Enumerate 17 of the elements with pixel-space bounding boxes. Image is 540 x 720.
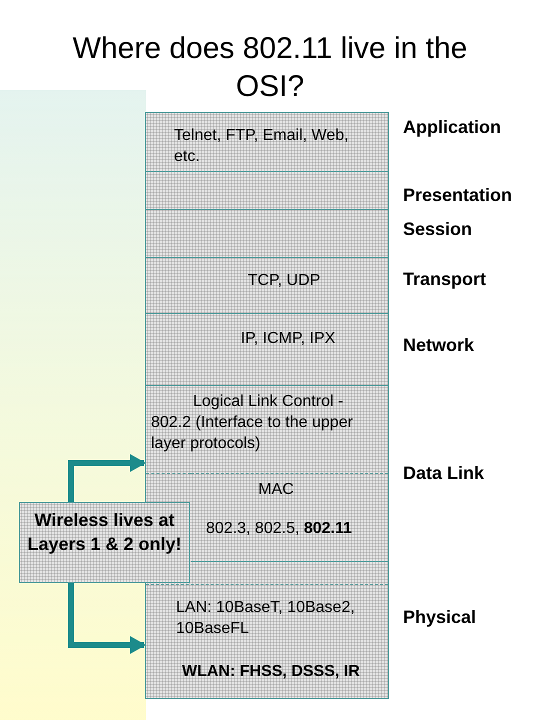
layer-cell: Telnet, FTP, Email, Web, etc. [146, 113, 388, 171]
layer-cell: Logical Link Control - 802.2 (Interface to the upper layer protocols) [146, 385, 388, 473]
arrow [68, 583, 146, 654]
layer-cell: IP, ICMP, IPX [146, 313, 388, 385]
layer-name: Transport [403, 268, 486, 290]
layer-cell: TCP, UDP [146, 257, 388, 313]
layer-cell: MAC 802.3, 802.5, 802.11 [191, 473, 388, 561]
layer-name: Physical [403, 606, 476, 628]
layer-name: Network [403, 334, 474, 356]
callout-box: Wireless lives at Layers 1 & 2 only! [19, 502, 190, 583]
layer-name: Data Link [403, 462, 484, 484]
layer-cell: LAN: 10BaseT, 10Base2, 10BaseFL WLAN: FHSS, DSSS, IR [146, 584, 388, 698]
layer-name: Session [403, 218, 472, 240]
layer-name: Presentation [403, 184, 512, 206]
arrow [68, 454, 146, 502]
title: Where does 802.11 live in the OSI? [72, 31, 468, 105]
layer-name: Application [403, 116, 501, 138]
